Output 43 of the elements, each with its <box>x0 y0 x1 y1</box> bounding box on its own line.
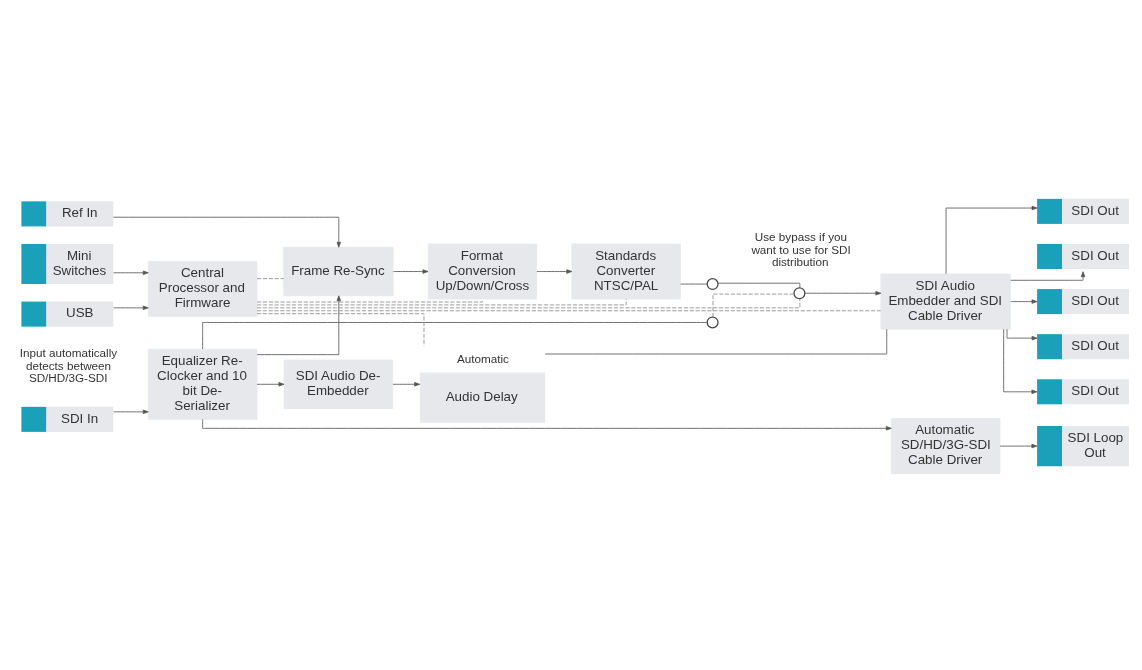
arrow <box>202 419 892 431</box>
connector <box>256 278 284 280</box>
node-circle <box>706 278 719 291</box>
arrow <box>1010 271 1086 281</box>
node-box: Equalizer Re-Clocker and 10 bit De-Serializer <box>147 348 258 420</box>
arrow <box>999 443 1038 449</box>
connector <box>256 298 483 303</box>
arrow <box>256 295 341 356</box>
connector <box>202 322 708 350</box>
arrow <box>1006 328 1038 341</box>
connector <box>544 328 888 355</box>
label: Use bypass if you want to use for SDI distribution <box>751 230 851 269</box>
node-box: Audio Delay <box>419 372 546 423</box>
arrow <box>1003 328 1038 394</box>
arrow <box>113 409 149 415</box>
node-box: Central Processor and Firmware <box>147 261 258 318</box>
node-box: Frame Re-Sync <box>283 246 394 297</box>
node-box: Automatic SD/HD/3G-SDI Cable Driver <box>890 418 1001 475</box>
node-circle <box>706 316 719 329</box>
node-box: Standards Converter NTSC/PAL <box>571 243 681 300</box>
arrow <box>804 291 882 296</box>
arrow <box>256 382 285 387</box>
connector <box>256 313 425 347</box>
arrow <box>536 269 573 274</box>
node-box: Format Conversion Up/Down/Cross <box>427 243 538 300</box>
connector <box>256 298 801 309</box>
label: Input automatically detects between SD/HD/3G-SDI <box>19 346 118 385</box>
arrow <box>392 269 429 274</box>
arrow <box>113 270 149 275</box>
connector <box>717 282 801 289</box>
node-circle <box>793 287 806 300</box>
node-box: SDI Audio Embedder and SDI Cable Driver <box>880 273 1011 330</box>
connector <box>256 310 882 312</box>
connector <box>680 283 708 285</box>
arrow <box>1010 299 1038 304</box>
arrow <box>945 205 1038 275</box>
arrow <box>392 382 421 387</box>
arrow <box>113 305 149 311</box>
node-label: Automatic <box>456 351 509 365</box>
node-box: SDI Audio De-Embedder <box>283 359 394 409</box>
connector <box>256 298 627 306</box>
connector <box>712 293 795 318</box>
arrow <box>112 216 341 248</box>
